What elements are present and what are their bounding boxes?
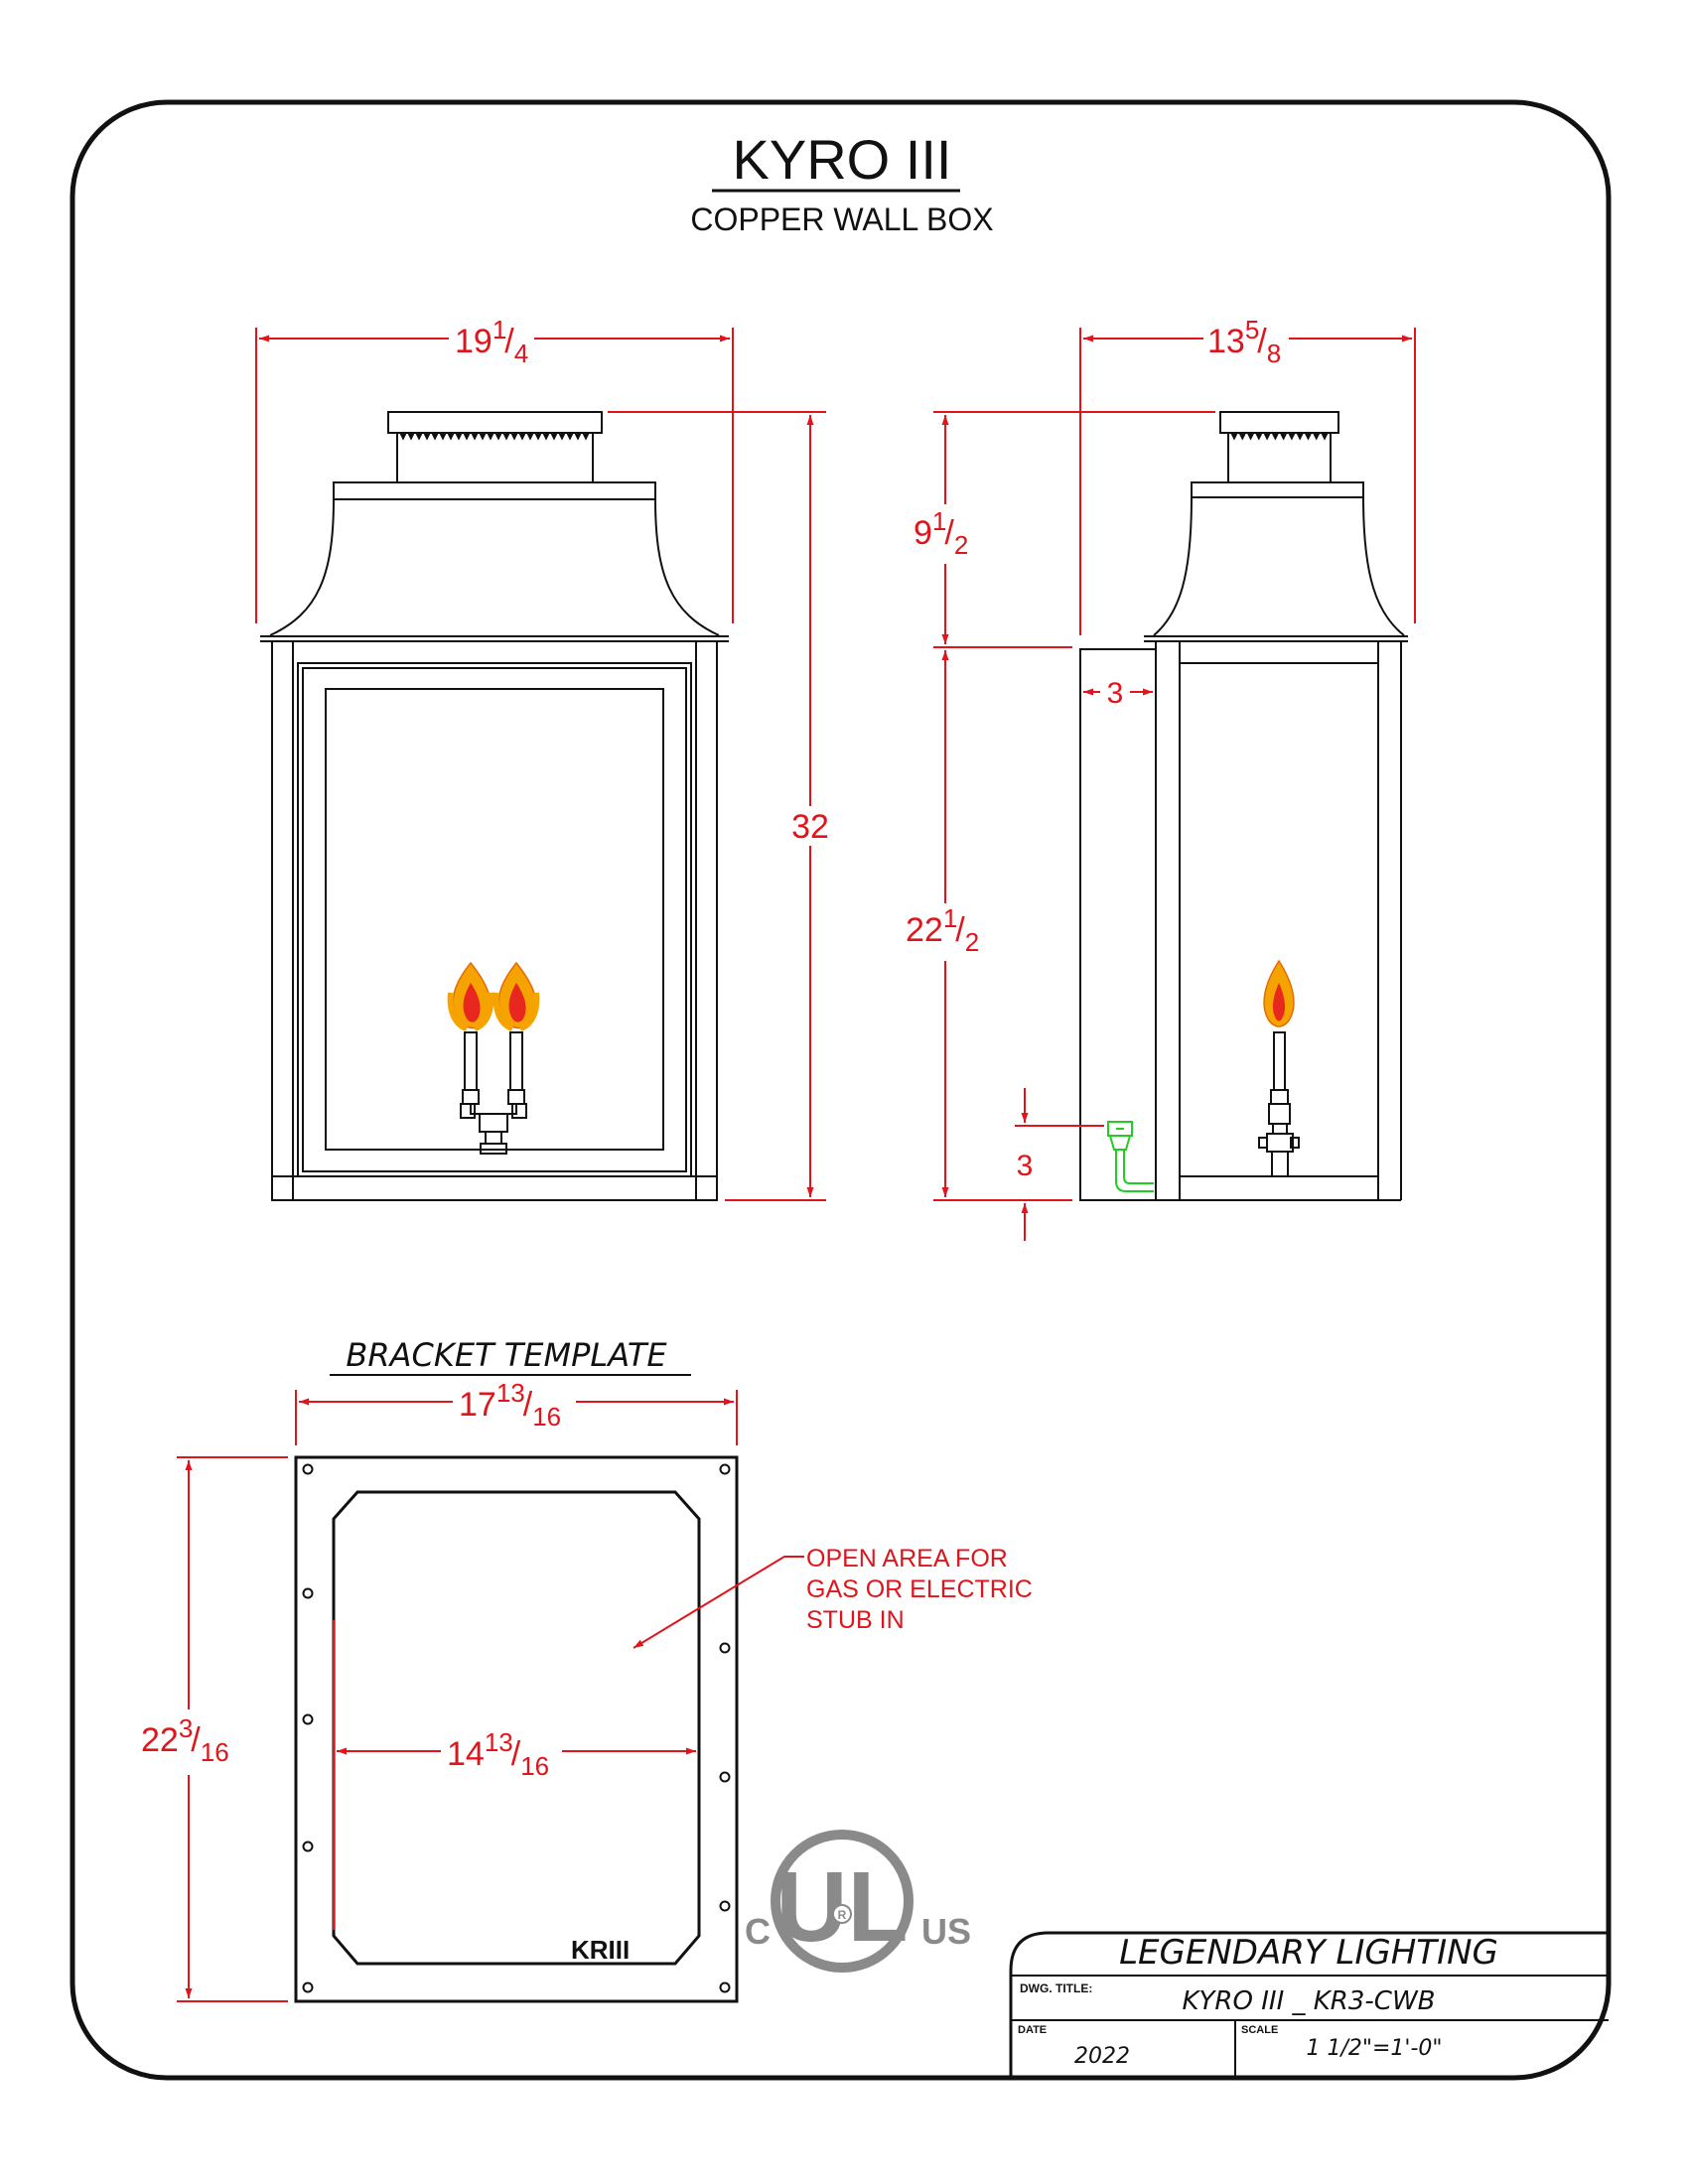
vent-tooth xyxy=(1271,432,1280,441)
side-depth-dimension: 135/8 xyxy=(1207,315,1281,368)
vent-tooth xyxy=(447,432,455,441)
mounting-hole xyxy=(719,1463,731,1475)
vent-tooth xyxy=(1304,432,1313,441)
mounting-hole xyxy=(302,1713,314,1725)
gas-stub-icon xyxy=(1107,1121,1154,1192)
vent-tooth xyxy=(463,432,471,441)
vent-tooth xyxy=(582,432,590,441)
vent-tooth xyxy=(550,432,558,441)
vent-tooth xyxy=(423,432,431,441)
vent-tooth xyxy=(1230,432,1238,441)
mounting-hole xyxy=(719,1900,731,1912)
vent-tooth xyxy=(1288,432,1296,441)
svg-text:C: C xyxy=(745,1911,771,1952)
vent-tooth xyxy=(439,432,447,441)
box-depth-dimension: 3 xyxy=(1107,677,1124,710)
vent-tooth xyxy=(1321,432,1329,441)
side-top-dimension: 91/2 xyxy=(914,506,968,560)
vent-tooth xyxy=(558,432,566,441)
burner-assembly xyxy=(1258,1031,1300,1177)
vent-tooth xyxy=(1238,432,1246,441)
note-leader xyxy=(633,1556,804,1649)
vent-tooth xyxy=(1279,432,1288,441)
flame-icon xyxy=(492,961,540,1031)
front-view xyxy=(260,411,729,1201)
front-height-dimension: 32 xyxy=(791,808,829,846)
bracket-inner-dimension: 1413/16 xyxy=(447,1727,549,1781)
vent-tooth xyxy=(566,432,574,441)
side-body-dimension: 221/2 xyxy=(906,903,979,957)
vent-tooth xyxy=(542,432,550,441)
open-area-note-line-2: GAS OR ELECTRIC xyxy=(806,1575,1033,1603)
bracket-heading: BRACKET TEMPLATE xyxy=(346,1336,667,1374)
vent-tooth xyxy=(518,432,526,441)
vent-tooth xyxy=(1296,432,1304,441)
bracket-height-dimension: 223/16 xyxy=(141,1713,229,1767)
vent-tooth xyxy=(415,432,423,441)
scale-value: 1 1/2"=1'-0" xyxy=(1306,2036,1442,2061)
burner-assembly xyxy=(460,1031,527,1155)
bracket-stamp: KRIII xyxy=(571,1935,630,1965)
vent-tooth xyxy=(510,432,518,441)
title-block: LEGENDARY LIGHTING DWG. TITLE: KYRO III … xyxy=(1009,1931,1609,2078)
flame-icon xyxy=(447,961,494,1031)
vent-tooth xyxy=(455,432,463,441)
drawing-title: KYRO III xyxy=(733,128,952,191)
vent-tooth xyxy=(502,432,510,441)
vent-tooth xyxy=(526,432,534,441)
mounting-hole xyxy=(719,1642,731,1654)
vent-tooth xyxy=(479,432,487,441)
date-value: 2022 xyxy=(1074,2044,1130,2069)
vent-tooth xyxy=(1313,432,1321,441)
company-name: LEGENDARY LIGHTING xyxy=(1119,1933,1498,1973)
flame-icon xyxy=(1263,959,1295,1027)
vent-tooth xyxy=(494,432,502,441)
open-area-note-line-1: OPEN AREA FOR xyxy=(806,1545,1008,1572)
vent-tooth xyxy=(487,432,494,441)
mounting-hole xyxy=(719,1771,731,1783)
stub-height-dimension: 3 xyxy=(1017,1150,1034,1182)
front-width-dimension: 191/4 xyxy=(455,315,528,368)
vent-tooth xyxy=(534,432,542,441)
mounting-hole xyxy=(719,1981,731,1993)
scale-label: SCALE xyxy=(1241,2024,1278,2036)
vent-tooth xyxy=(1263,432,1271,441)
drawing-subtitle: COPPER WALL BOX xyxy=(690,202,993,237)
vent-tooth xyxy=(471,432,479,441)
mounting-hole xyxy=(302,1841,314,1852)
svg-text:US: US xyxy=(921,1911,971,1952)
open-area-note-line-3: STUB IN xyxy=(806,1606,905,1634)
vent-tooth xyxy=(431,432,439,441)
mounting-hole xyxy=(302,1587,314,1599)
svg-text:R: R xyxy=(838,1908,847,1922)
ul-listing-logo: UL R C US xyxy=(745,1830,971,1973)
date-label: DATE xyxy=(1018,2024,1047,2036)
dwg-title-value: KYRO III _ KR3-CWB xyxy=(1183,1986,1436,2016)
dwg-title-label: DWG. TITLE: xyxy=(1020,1981,1092,1995)
vent-tooth xyxy=(399,432,407,441)
mounting-hole xyxy=(302,1463,314,1475)
vent-tooth xyxy=(407,432,415,441)
sheet-border xyxy=(70,99,1612,2081)
vent-tooth xyxy=(574,432,582,441)
side-view xyxy=(1079,411,1408,1201)
vent-tooth xyxy=(1246,432,1255,441)
bracket-template: KRIII xyxy=(294,1455,739,2003)
mounting-hole xyxy=(302,1981,314,1993)
bracket-width-dimension: 1713/16 xyxy=(459,1378,561,1432)
vent-tooth xyxy=(1255,432,1263,441)
